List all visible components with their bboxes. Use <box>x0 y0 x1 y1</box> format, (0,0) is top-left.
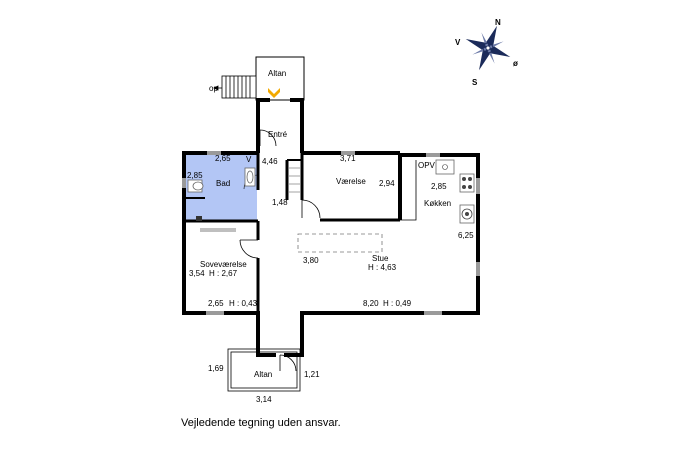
room-altan-bottom: Altan <box>254 370 272 379</box>
height-sovevaerelse: H : 2,67 <box>209 269 238 278</box>
stairs-icon <box>213 75 257 99</box>
compass-s: S <box>472 78 478 87</box>
skylight-outline <box>297 233 383 253</box>
dim-121: 1,21 <box>304 370 320 379</box>
dim-314: 3,14 <box>256 395 272 404</box>
dim-148: 1,48 <box>272 198 288 207</box>
disclaimer-caption: Vejledende tegning uden ansvar. <box>181 417 341 429</box>
bottom-balcony <box>227 348 301 392</box>
compass-o: ø <box>513 59 518 68</box>
dim-380: 3,80 <box>303 256 319 265</box>
v-label: V <box>246 155 252 164</box>
top-balcony <box>255 56 305 101</box>
dim-294: 2,94 <box>379 179 395 188</box>
room-entre: Entré <box>268 130 288 139</box>
room-koekken: Køkken <box>424 199 451 208</box>
dim-820: 8,20 <box>363 299 379 308</box>
exterior-walls <box>182 98 480 357</box>
height-bottom-right: H : 0,49 <box>383 299 412 308</box>
windows <box>182 151 480 315</box>
compass-v: V <box>455 38 461 47</box>
dim-169: 1,69 <box>208 364 224 373</box>
hall-closet <box>289 167 300 193</box>
kitchen-fixtures <box>435 159 475 224</box>
room-sovevaerelse: Soveværelse <box>200 260 247 269</box>
dim-285-left: 2,85 <box>187 171 203 180</box>
interior-walls <box>184 153 417 313</box>
room-bad: Bad <box>216 179 230 188</box>
height-bottom-left: H : 0,43 <box>229 299 258 308</box>
room-altan-top: Altan <box>268 69 286 78</box>
dim-625: 6,25 <box>458 231 474 240</box>
doors <box>200 129 321 372</box>
compass-rose-icon <box>465 25 511 71</box>
compass-n: N <box>495 18 501 27</box>
room-stue: Stue <box>372 254 389 263</box>
entry-arrow-icon <box>268 88 280 98</box>
dim-354: 3,54 <box>189 269 205 278</box>
dim-446: 4,46 <box>262 157 278 166</box>
dim-265-top: 2,65 <box>215 154 231 163</box>
opv-label: OPV <box>418 161 436 170</box>
dim-371: 3,71 <box>340 154 356 163</box>
room-vaerelse: Værelse <box>336 177 366 186</box>
dim-285-kitchen: 2,85 <box>431 182 447 191</box>
bathroom-fixtures <box>185 167 256 221</box>
dim-265-bottom: 2,65 <box>208 299 224 308</box>
height-stue: H : 4,63 <box>368 263 397 272</box>
stairs-op-label: op <box>209 84 218 93</box>
